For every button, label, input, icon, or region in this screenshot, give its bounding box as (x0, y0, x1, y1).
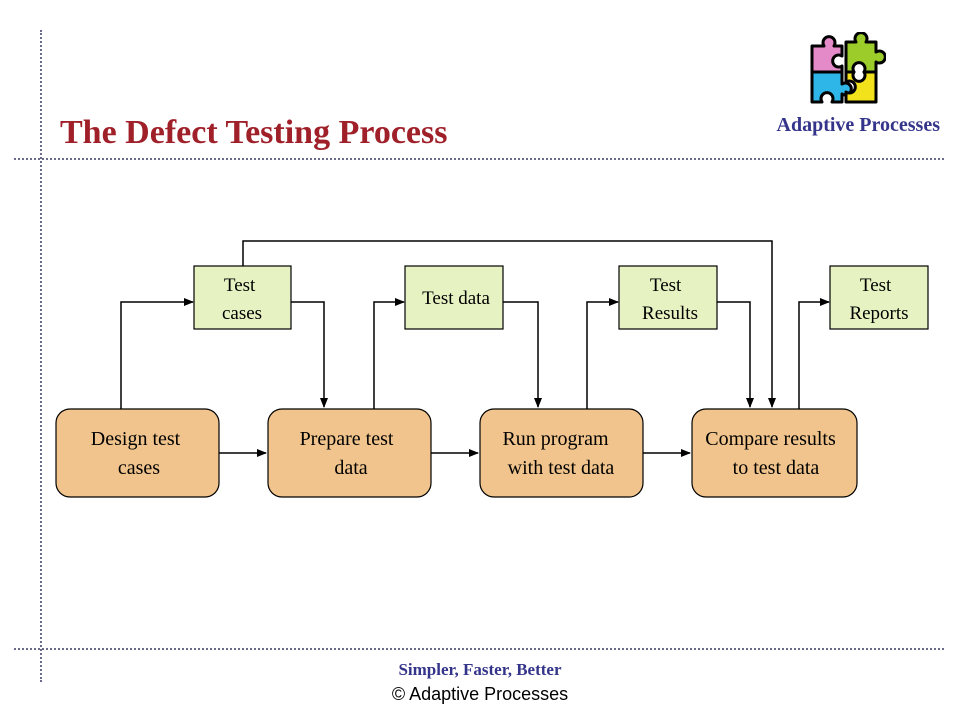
process-label-compare: Compare results to test data (705, 428, 841, 479)
connector-testcases-to-compare (242, 240, 776, 408)
artifact-label-test-results: Test Results (642, 275, 698, 324)
artifact-box-test-cases (193, 265, 292, 330)
artifact-label-test-reports: Test Reports (849, 275, 908, 324)
connector-testdata-to-run (503, 301, 542, 408)
page-title: The Defect Testing Process (60, 114, 448, 151)
footer-tagline: Simpler, Faster, Better (398, 660, 562, 679)
artifact-box-test-results (618, 265, 718, 330)
process-box-prepare (267, 408, 432, 498)
process-box-compare (691, 408, 858, 498)
artifact-label-test-data: Test data (422, 288, 490, 309)
footer-dotted-rule (14, 648, 944, 650)
connector-design-to-testcases (120, 298, 194, 409)
connector-testresults-to-compare (717, 301, 754, 408)
artifact-box-test-reports (829, 265, 929, 330)
artifact-box-test-data (404, 265, 504, 330)
header-dotted-rule (14, 158, 944, 160)
connector-testcases-to-prepare (291, 301, 328, 408)
connector-run-to-testresults (586, 298, 619, 409)
artifact-label-test-cases: Test cases (222, 275, 262, 324)
process-box-run (479, 408, 644, 498)
process-label-run: Run program with test data (502, 428, 614, 479)
process-label-design: Design test cases (91, 428, 185, 479)
process-label-prepare: Prepare test data (300, 428, 399, 479)
footer-copyright: © Adaptive Processes (391, 684, 569, 704)
brand-name: Adaptive Processes (776, 114, 941, 136)
process-box-design (55, 408, 220, 498)
left-dotted-rule (40, 30, 42, 682)
connector-prepare-to-testdata (373, 298, 405, 409)
puzzle-pieces-icon (810, 32, 886, 104)
connector-compare-to-testreports (798, 298, 830, 409)
